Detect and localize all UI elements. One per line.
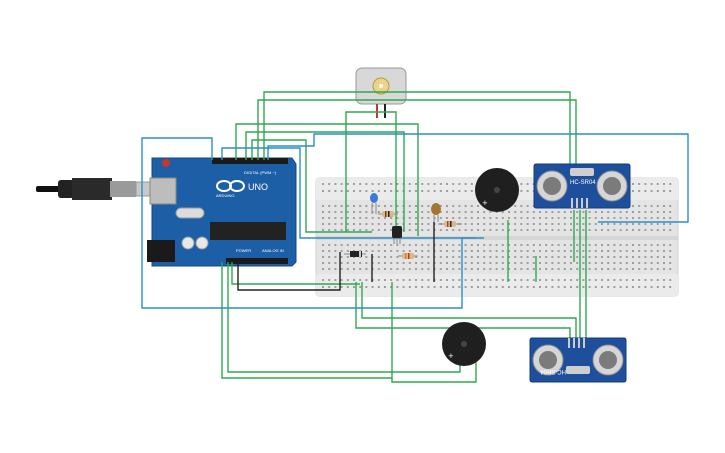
resistor[interactable] xyxy=(378,211,398,217)
black-wires xyxy=(237,222,435,291)
sensor-bottom-label: HC-SR04 xyxy=(540,368,566,374)
resistor[interactable] xyxy=(398,253,418,259)
green-wires xyxy=(221,91,587,383)
power-label: POWER xyxy=(236,248,251,253)
capacitor-component[interactable] xyxy=(431,203,441,222)
capacitor xyxy=(195,236,209,250)
svg-text:+: + xyxy=(482,199,488,207)
brand-label: ARDUINO xyxy=(216,193,234,198)
analog-label: ANALOG IN xyxy=(262,248,284,253)
piezo-buzzer-top[interactable]: + xyxy=(475,168,519,212)
atmega-chip xyxy=(210,222,286,240)
digital-header xyxy=(212,158,288,164)
blue-wires xyxy=(141,133,689,309)
crystal xyxy=(175,207,205,219)
capacitor xyxy=(181,236,195,250)
resistor[interactable] xyxy=(438,221,462,227)
digital-header-label: DIGITAL (PWM ~) xyxy=(244,170,277,175)
arduino-logo-icon xyxy=(216,180,245,192)
power-jack xyxy=(147,240,175,262)
diode[interactable] xyxy=(344,251,366,257)
svg-text:+: + xyxy=(448,352,454,360)
piezo-buzzer-bottom[interactable]: + xyxy=(442,322,486,366)
analog-header xyxy=(226,258,288,264)
transistor[interactable] xyxy=(392,226,402,244)
arduino-uno-board[interactable]: UNO ARDUINO DIGITAL (PWM ~) POWER ANALOG… xyxy=(147,157,297,267)
ultrasonic-sensor-top[interactable]: HC-SR04 xyxy=(533,163,631,209)
led[interactable] xyxy=(370,193,378,214)
dc-motor[interactable] xyxy=(355,67,407,118)
usb-port xyxy=(149,177,177,205)
sensor-top-label: HC-SR04 xyxy=(570,180,596,186)
usb-cable xyxy=(36,178,155,200)
reset-button[interactable] xyxy=(162,159,170,167)
model-label: UNO xyxy=(248,182,268,192)
ultrasonic-sensor-bottom[interactable]: HC-SR04 xyxy=(529,337,627,383)
